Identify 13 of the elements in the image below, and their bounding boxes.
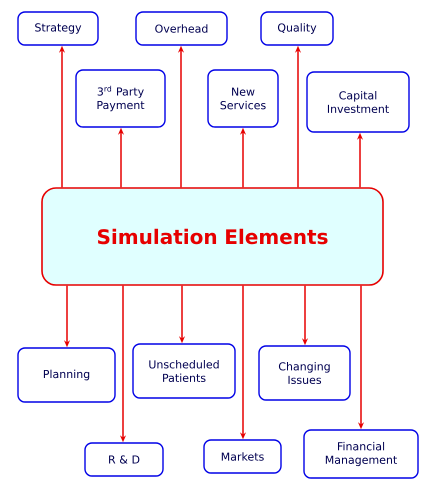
element-box: Changing Issues	[258, 345, 351, 401]
element-box: New Services	[207, 69, 279, 128]
element-box: 3$^{rd}$ Party Payment	[75, 69, 166, 128]
element-box: R & D	[84, 442, 164, 477]
element-box: Strategy	[17, 11, 99, 46]
element-box: Unscheduled Patients	[132, 343, 236, 399]
element-box: Planning	[17, 347, 116, 403]
element-box: Capital Investment	[306, 71, 410, 133]
element-box: Markets	[203, 439, 282, 474]
element-box: Quality	[260, 11, 334, 46]
element-box: Overhead	[135, 11, 228, 46]
central-box: Simulation Elements	[41, 187, 384, 286]
element-box: Financial Management	[303, 429, 419, 479]
